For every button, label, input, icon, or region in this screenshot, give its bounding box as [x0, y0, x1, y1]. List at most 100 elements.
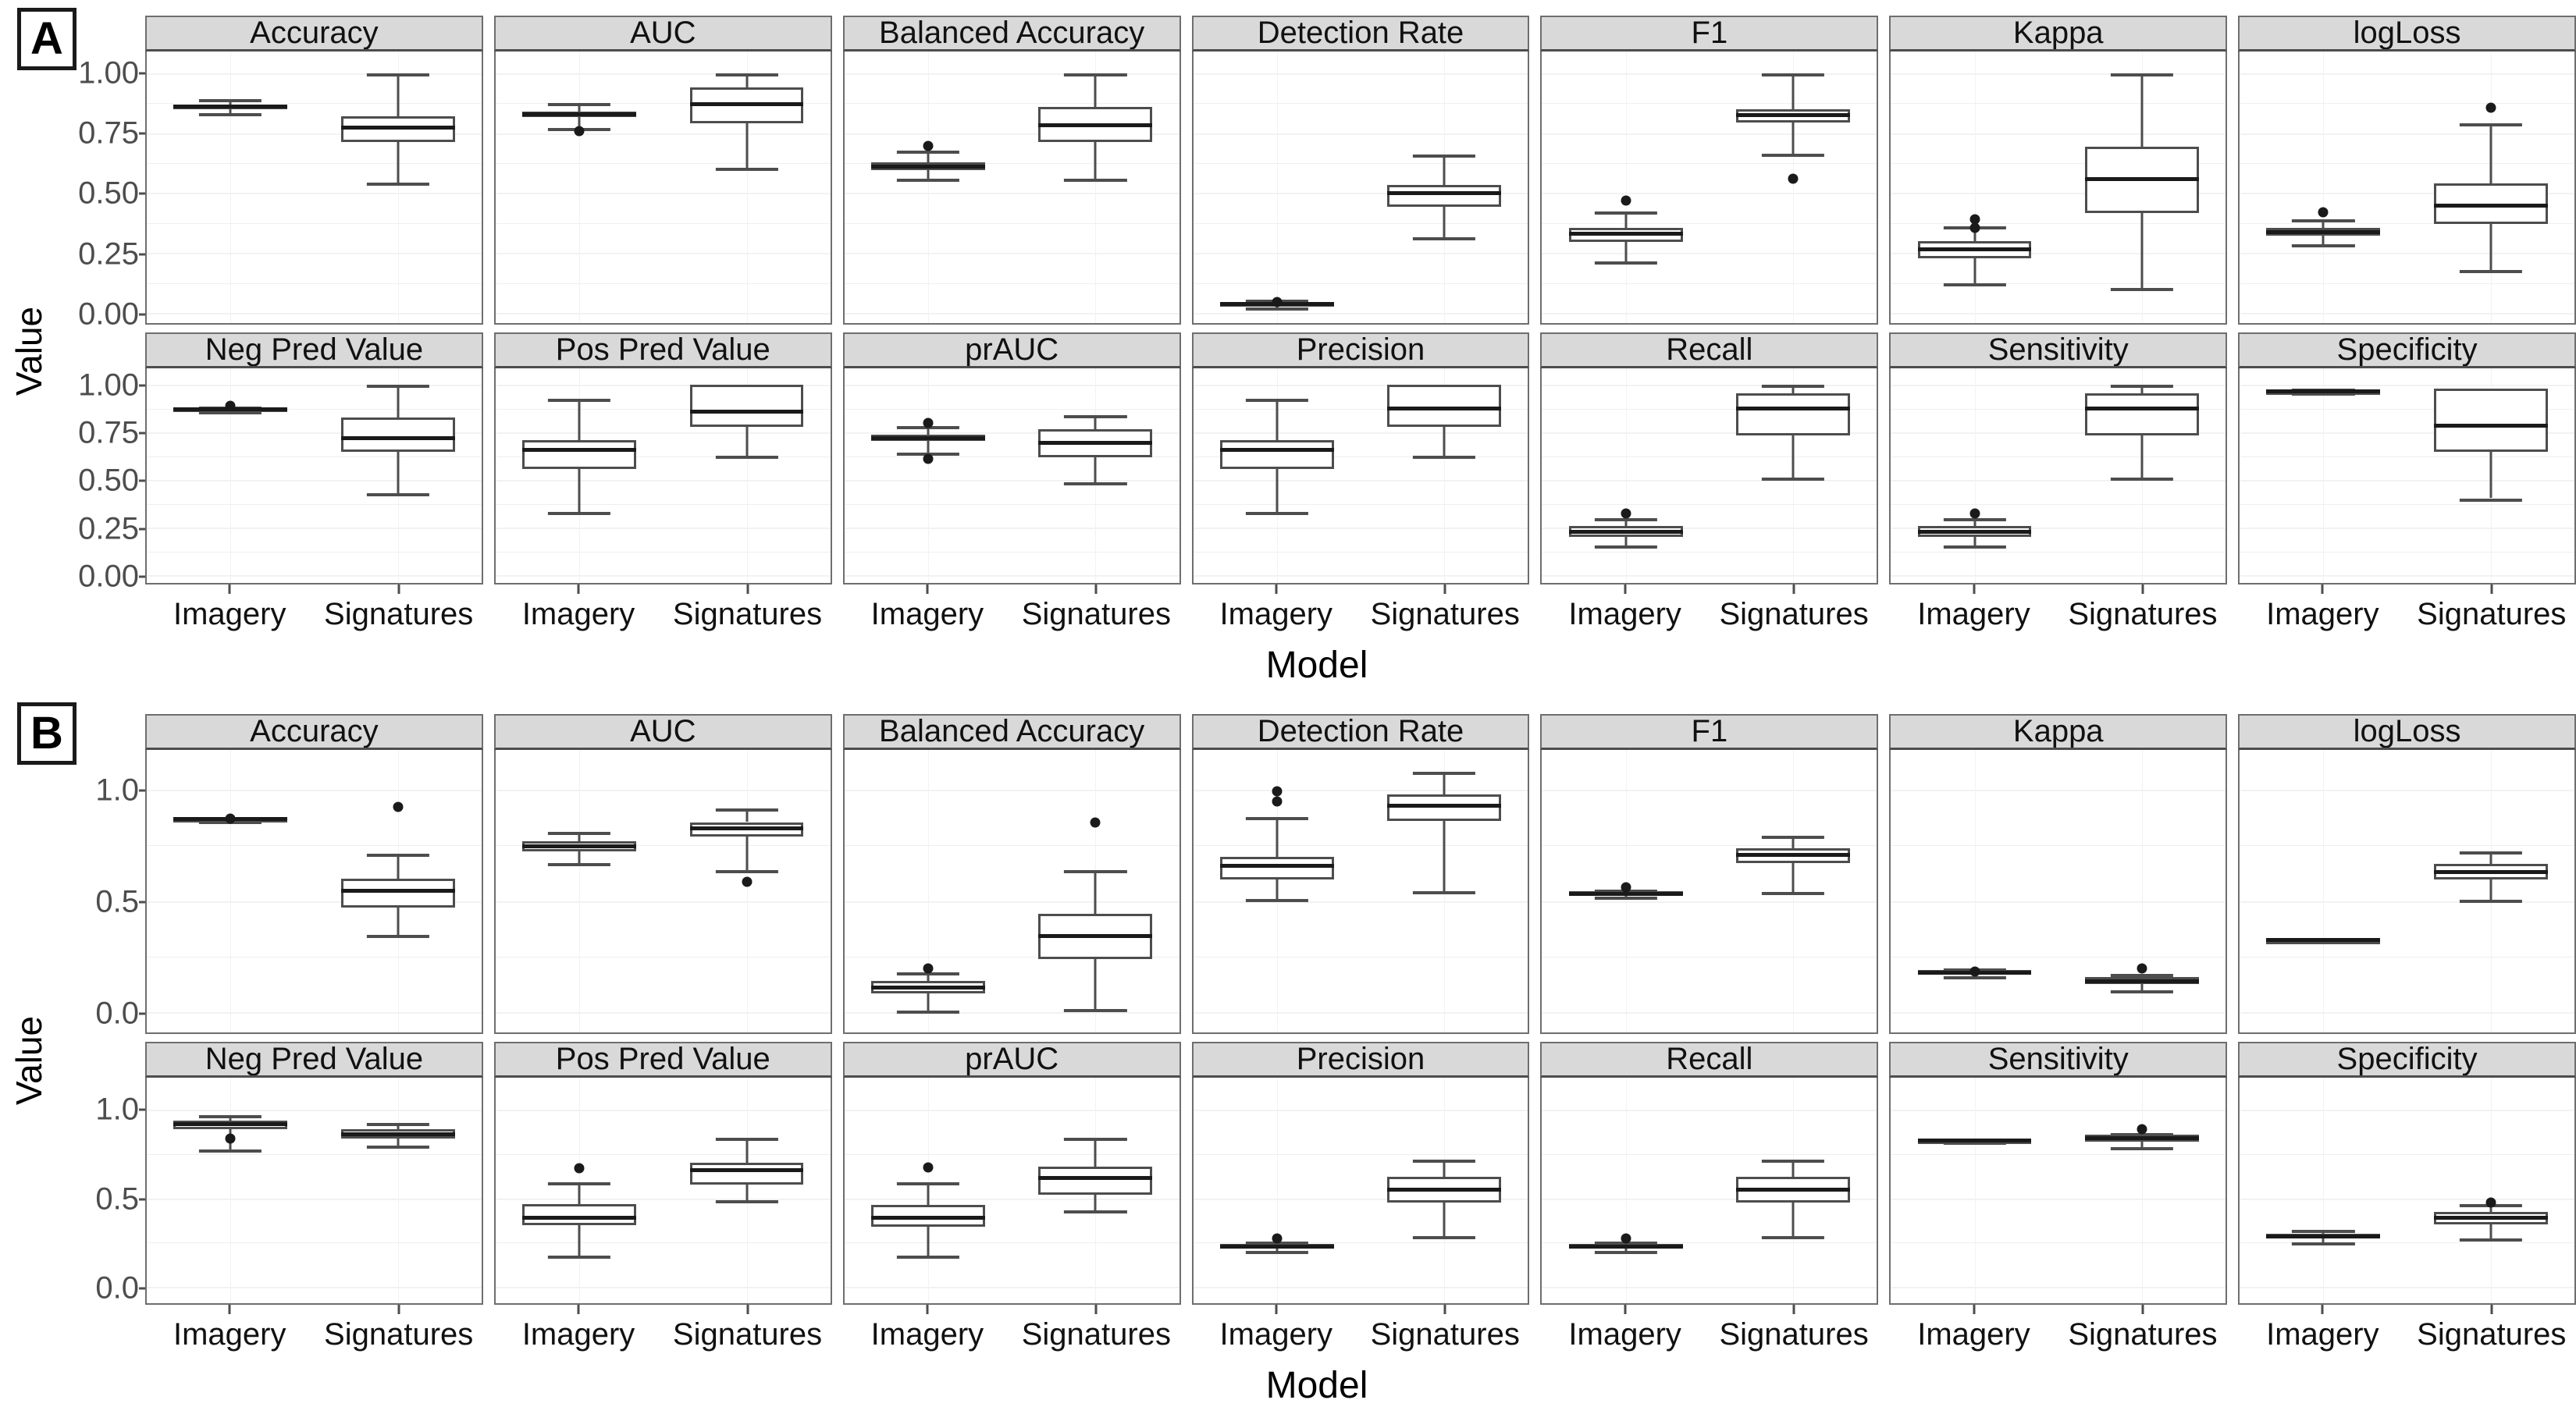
gridline-minor — [844, 845, 1179, 847]
facet-strip-label: Detection Rate — [1191, 16, 1530, 52]
outlier-point — [1621, 882, 1631, 893]
gridline-major — [1193, 313, 1528, 315]
gridline-minor — [1193, 282, 1528, 284]
gridline-vertical — [2141, 1077, 2143, 1303]
outlier-point — [923, 1162, 934, 1173]
facet-strip-label: Recall — [1540, 1041, 1879, 1078]
strip-spacer — [58, 16, 145, 52]
gridline-vertical — [927, 368, 929, 583]
x-tick-label-imagery: Imagery — [1568, 597, 1681, 631]
gridline-major — [147, 790, 482, 792]
gridline-major — [1891, 528, 2226, 530]
gridline-minor — [495, 1153, 831, 1155]
y-tick-label: 0.75 — [78, 115, 139, 151]
cap-upper — [715, 73, 778, 76]
plot-area — [2238, 750, 2576, 1034]
y-tick-label: 0.00 — [78, 297, 139, 332]
x-tick-label-signatures: Signatures — [672, 597, 823, 631]
x-tick-mark — [746, 584, 749, 594]
whisker-upper — [745, 808, 748, 823]
gridline-minor — [147, 1153, 482, 1155]
facet-logloss: logLoss — [2238, 714, 2576, 1034]
box-median — [1568, 232, 1683, 236]
cap-lower — [199, 1149, 262, 1153]
x-axis-ticks: Imagery Signatures — [1540, 584, 1878, 641]
whisker-lower — [1624, 536, 1628, 546]
gridline-minor — [1891, 956, 2226, 958]
gridline-major — [1891, 313, 2226, 315]
x-tick-label-signatures: Signatures — [1719, 597, 1869, 631]
gridline-vertical — [397, 1077, 399, 1303]
outlier-point — [923, 963, 934, 974]
gridline-minor — [147, 503, 482, 505]
cap-upper — [2110, 385, 2174, 389]
y-tick-label: 0.0 — [95, 996, 139, 1031]
gridline-minor — [147, 162, 482, 164]
y-tick-mark — [139, 575, 145, 578]
gridline-major — [495, 528, 831, 530]
whisker-upper — [1973, 517, 1976, 527]
x-axis-title: Model — [1265, 645, 1368, 686]
plot-area — [842, 750, 1181, 1034]
cap-upper — [366, 73, 429, 76]
cap-lower — [547, 1255, 611, 1259]
gridline-major — [2240, 193, 2575, 195]
x-tick-mark — [577, 584, 580, 594]
gridline-major — [495, 1109, 831, 1111]
gridline-major — [1891, 790, 2226, 792]
facet-accuracy: Accuracy — [145, 16, 483, 325]
gridline-vertical — [230, 368, 232, 583]
facet-detection-rate: Detection Rate — [1191, 16, 1530, 325]
gridline-major — [2240, 1109, 2575, 1111]
gridline-major — [2240, 313, 2575, 315]
whisker-lower — [1276, 1247, 1279, 1251]
gridline-vertical — [230, 1077, 232, 1303]
gridline-major — [844, 575, 1179, 577]
y-tick-label: 0.25 — [78, 511, 139, 546]
box-median — [340, 125, 455, 130]
whisker-lower — [1791, 863, 1795, 893]
gridline-major — [147, 313, 482, 315]
gridline-major — [495, 1198, 831, 1200]
box-median — [1736, 112, 1850, 117]
gridline-vertical — [746, 368, 748, 583]
whisker-upper — [1443, 1159, 1446, 1178]
y-tick-label: 0.0 — [95, 1270, 139, 1306]
gridline-minor — [2240, 956, 2575, 958]
gridline-minor — [1891, 408, 2226, 410]
cap-lower — [1413, 237, 1476, 241]
cap-lower — [1594, 896, 1657, 900]
whisker-upper — [1443, 155, 1446, 185]
box-median — [1568, 1244, 1683, 1249]
gridline-major — [1891, 385, 2226, 387]
facet-strip-label: Detection Rate — [1191, 714, 1530, 750]
gridline-minor — [1542, 222, 1877, 224]
x-tick-mark — [1792, 1305, 1795, 1314]
facet-strip-label: logLoss — [2238, 16, 2576, 52]
gridline-major — [1542, 1011, 1877, 1014]
outlier-point — [225, 813, 236, 824]
x-tick-label-signatures: Signatures — [672, 1317, 823, 1352]
plot-area — [1889, 1077, 2228, 1305]
gridline-major — [1193, 901, 1528, 903]
cap-lower — [366, 934, 429, 938]
whisker-upper — [578, 832, 581, 842]
y-tick-mark — [139, 192, 145, 195]
x-tick-mark — [397, 584, 400, 594]
gridline-major — [2240, 1011, 2575, 1014]
gridline-minor — [2240, 282, 2575, 284]
gridline-minor — [1891, 282, 2226, 284]
gridline-major — [1542, 575, 1877, 577]
cap-upper — [199, 98, 262, 102]
facet-strip-label: AUC — [493, 714, 832, 750]
y-tick-mark — [139, 253, 145, 256]
gridline-vertical — [579, 52, 581, 323]
